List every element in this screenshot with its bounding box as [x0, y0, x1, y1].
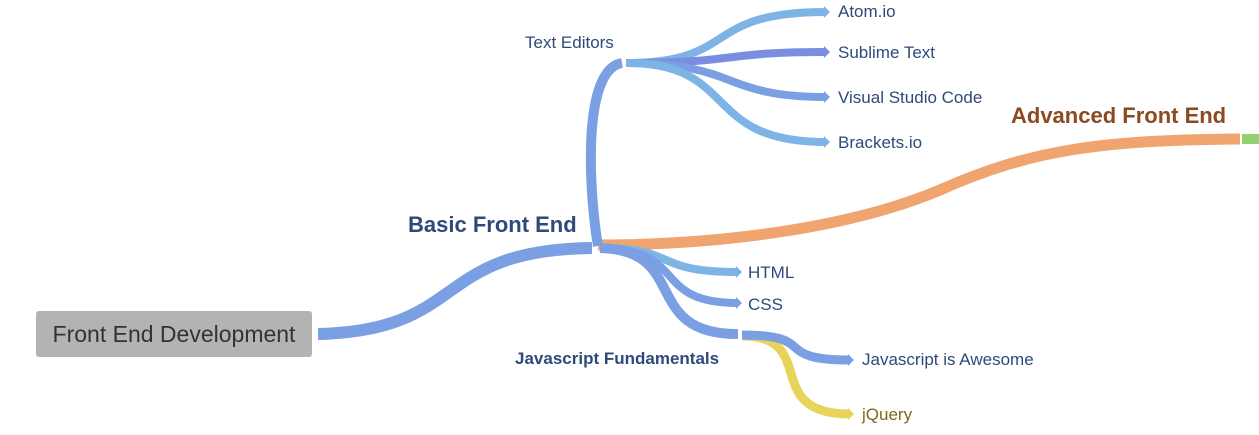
arrow-tip-sublime [824, 46, 830, 58]
node-advanced-front-end[interactable]: Advanced Front End [1011, 103, 1226, 128]
root-node-box [36, 311, 312, 357]
arrow-tip-vscode [824, 91, 830, 103]
arrow-tip-html [736, 266, 742, 278]
arrow-tip-atom [824, 6, 830, 18]
node-html[interactable]: HTML [748, 263, 794, 282]
node-visual-studio-code[interactable]: Visual Studio Code [838, 88, 982, 107]
node-brackets[interactable]: Brackets.io [838, 133, 922, 152]
node-javascript-is-awesome[interactable]: Javascript is Awesome [862, 350, 1034, 369]
connector-basic-advanced [597, 133, 1241, 251]
arrow-tip-jquery [848, 408, 854, 420]
node-jquery[interactable]: jQuery [861, 405, 913, 424]
node-sublime-text[interactable]: Sublime Text [838, 43, 935, 62]
node-javascript-fundamentals[interactable]: Javascript Fundamentals [515, 349, 719, 368]
node-text-editors[interactable]: Text Editors [525, 33, 614, 52]
connector-basic-jsfund [599, 243, 739, 339]
root-node-label: Front End Development [53, 321, 297, 347]
arrow-tips [736, 6, 854, 420]
node-css[interactable]: CSS [748, 295, 783, 314]
node-basic-front-end[interactable]: Basic Front End [408, 212, 577, 237]
connector-root-basic [317, 242, 593, 340]
arrow-tip-css [736, 297, 742, 309]
connectors [317, 8, 1259, 419]
arrow-tip-jsawesome [848, 354, 854, 366]
root-node[interactable]: Front End Development [36, 311, 312, 357]
node-atom[interactable]: Atom.io [838, 2, 896, 21]
connector-texteditors-brackets [625, 59, 827, 146]
arrow-tip-brackets [824, 136, 830, 148]
connector-jsfund-jsawesome [741, 330, 851, 365]
connector-basic-texteditors [585, 58, 624, 247]
